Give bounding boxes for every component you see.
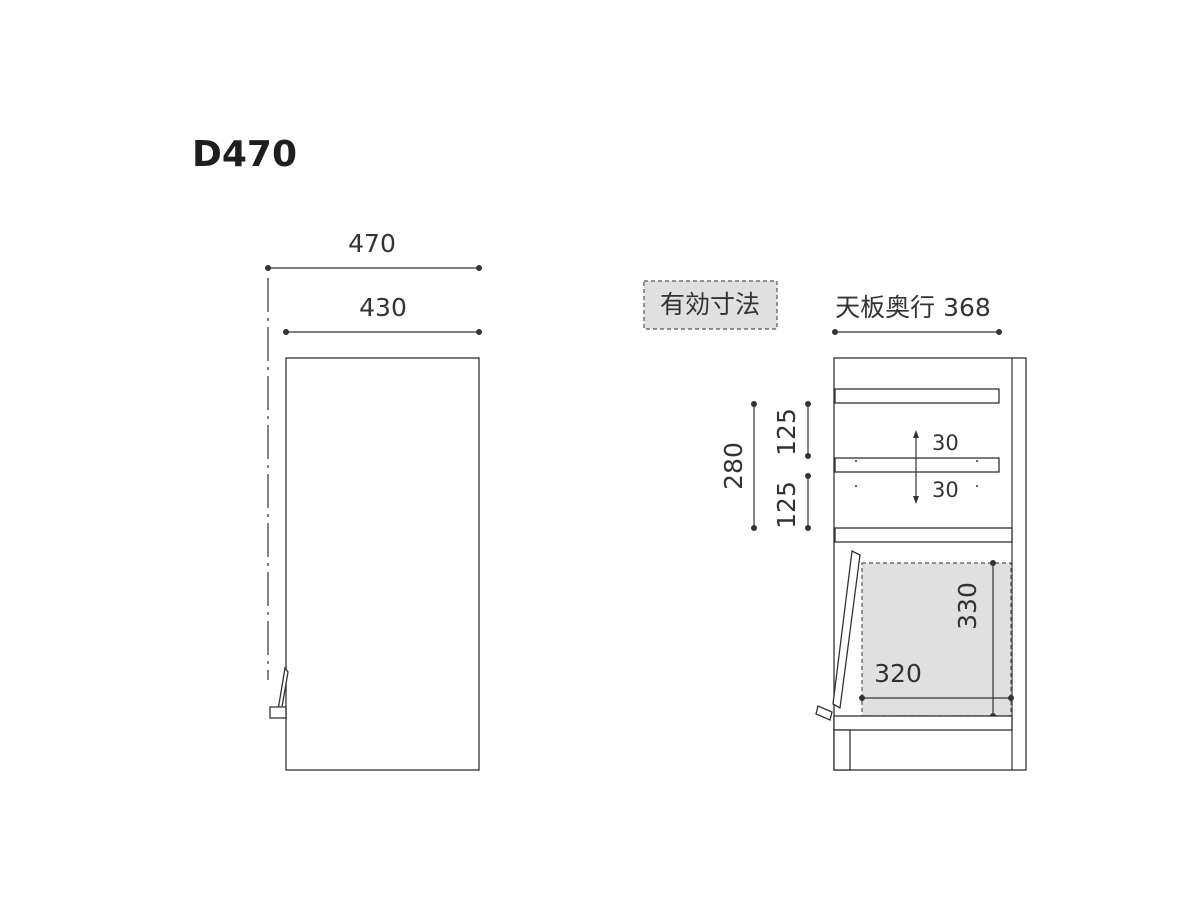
adjustable-shelf [834, 457, 1000, 473]
dim-endpoint [990, 560, 996, 566]
top-depth-label: 天板奥行 368 [835, 293, 991, 322]
shelf-pin-hole [855, 485, 857, 487]
dim-endpoint [1008, 695, 1014, 701]
dim-endpoint [996, 329, 1002, 335]
side-view: 470 430 [265, 229, 482, 771]
dim-endpoint [265, 265, 271, 271]
drawing-title: D470 [192, 134, 298, 175]
bottom-shelf [833, 715, 1013, 731]
shelf-pin-hole [976, 460, 978, 462]
shelf-pin-hole [855, 460, 857, 462]
dim-endpoint [283, 329, 289, 335]
dim-endpoint [476, 329, 482, 335]
pitch-1-label: 125 [772, 408, 801, 456]
dim-endpoint [805, 525, 811, 531]
arrow-up-icon [913, 430, 919, 438]
dim-endpoint [832, 329, 838, 335]
section-view: 有効寸法 天板奥行 368 30 30 125 125 [643, 280, 1027, 771]
shelf-pin-hole [976, 485, 978, 487]
pitch-2-label: 125 [772, 481, 801, 529]
dim-endpoint [805, 401, 811, 407]
effective-depth-label: 320 [874, 659, 922, 688]
fixed-shelf [834, 527, 1013, 543]
dim-endpoint [805, 453, 811, 459]
effective-dimension-legend-box [643, 280, 778, 330]
base-plinth [833, 729, 851, 771]
cabinet-side-body [285, 357, 480, 771]
effective-dimension-area [861, 562, 1012, 717]
body-depth-label: 430 [359, 293, 407, 322]
flap-hinge-stay [269, 706, 287, 719]
section-open-flap-door [832, 550, 861, 710]
arrow-down-icon [913, 496, 919, 504]
overall-depth-label: 470 [348, 229, 396, 258]
dim-endpoint [751, 401, 757, 407]
adjust-down-label: 30 [932, 478, 959, 502]
dim-endpoint [476, 265, 482, 271]
effective-dimension-legend-label: 有効寸法 [660, 290, 760, 319]
pitch-total-label: 280 [719, 442, 748, 490]
dim-endpoint [805, 473, 811, 479]
adjust-up-label: 30 [932, 431, 959, 455]
upper-shelf [834, 388, 1000, 404]
effective-height-label: 330 [953, 582, 982, 630]
section-flap-hinge [815, 705, 833, 721]
dim-endpoint [859, 695, 865, 701]
dim-endpoint [751, 525, 757, 531]
